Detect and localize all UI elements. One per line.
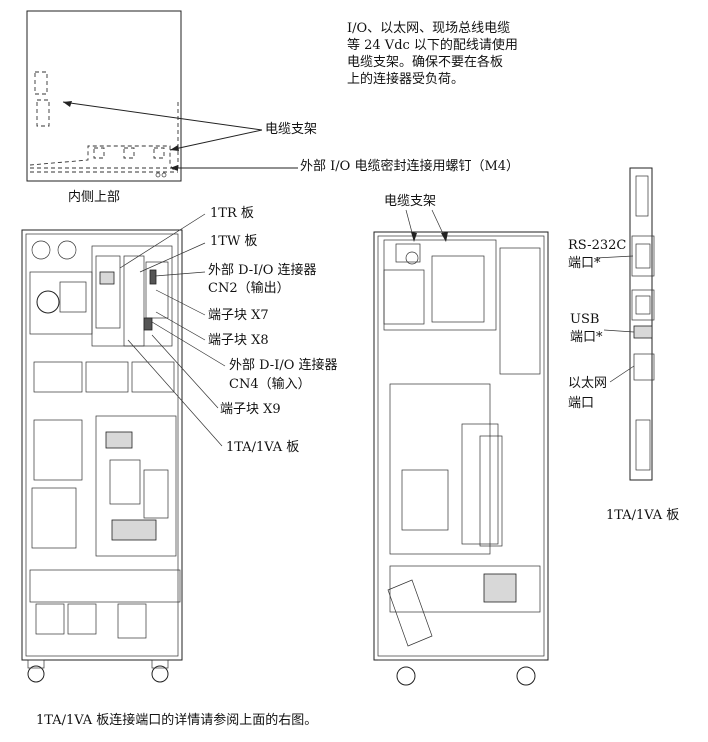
label-ethernet-line2: 端口 [568, 396, 595, 411]
label-terminal-x9: 端子块 X9 [220, 402, 281, 417]
label-cable-support-top: 电缆支架 [265, 122, 318, 137]
cable-support-note: I/O、以太网、现场总线电缆 等 24 Vdc 以下的配线请使用 电缆支架。确保… [347, 21, 518, 87]
label-terminal-x8: 端子块 X8 [208, 333, 269, 348]
label-dio-cn4-line1: 外部 D-I/O 连接器 [229, 358, 338, 373]
inner-top-view-drawing [26, 10, 182, 182]
label-board-1tw: 1TW 板 [210, 234, 258, 249]
label-cable-support-mid: 电缆支架 [384, 194, 437, 209]
label-external-io-screw: 外部 I/O 电缆密封连接用螺钉（M4） [300, 159, 520, 174]
label-dio-cn4-line2: CN4（输入） [229, 377, 311, 392]
label-inner-top: 内侧上部 [68, 190, 121, 205]
label-dio-cn2-line2: CN2（输出） [208, 281, 290, 296]
label-ethernet-line1: 以太网 [568, 376, 608, 391]
cabinet-left-drawing [21, 229, 183, 683]
footer-note: 1TA/1VA 板连接端口的详情请参阅上面的右图。 [36, 713, 318, 728]
board-1ta-right-drawing [595, 167, 655, 481]
label-board-1tr: 1TR 板 [210, 206, 254, 221]
leader-lines-left-cabinet [119, 213, 226, 447]
label-rs232c-line1: RS-232C [568, 238, 627, 253]
label-usb-line1: USB [570, 312, 600, 327]
leader-lines-middle [405, 209, 448, 242]
label-board-1ta-center: 1TA/1VA 板 [226, 440, 300, 455]
label-board-1ta-right: 1TA/1VA 板 [606, 508, 680, 523]
label-usb-line2: 端口* [570, 330, 603, 345]
cabinet-middle-drawing [373, 231, 549, 686]
label-rs232c-line2: 端口* [568, 256, 601, 271]
leader-lines-top [62, 101, 298, 171]
label-dio-cn2-line1: 外部 D-I/O 连接器 [208, 263, 317, 278]
label-terminal-x7: 端子块 X7 [208, 308, 269, 323]
